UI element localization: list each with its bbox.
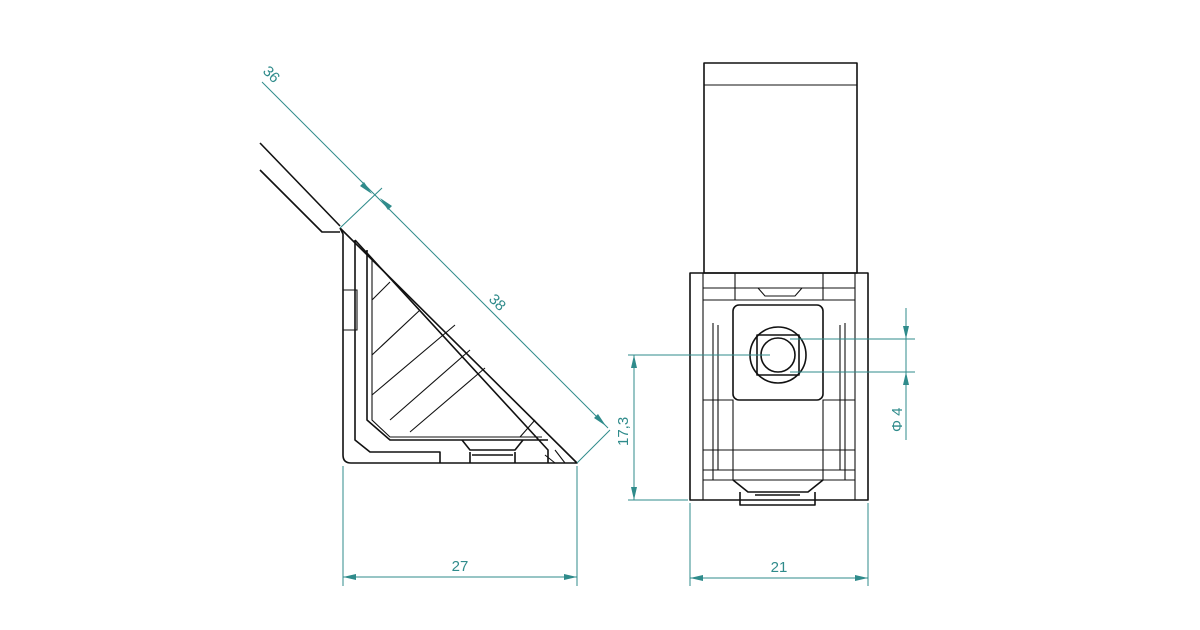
width-label: 21 (771, 559, 788, 576)
thickness-dimension-line (339, 187, 383, 229)
hypotenuse-label: 38 (485, 291, 509, 315)
front-view-dimensions: 17,3 Φ 4 21 (615, 308, 915, 586)
base-width-label: 27 (452, 558, 469, 575)
flange-rect (703, 62, 858, 274)
bracket-outer-outline (339, 227, 578, 464)
arrow (594, 414, 606, 426)
inner-web (343, 258, 566, 464)
flange-outline (259, 142, 341, 233)
body-inner-lines (702, 272, 856, 500)
side-view-dimensions: 36 38 27 (259, 63, 611, 586)
hypotenuse-dimension-line (261, 81, 609, 429)
nut-pocket (732, 304, 824, 401)
side-view (259, 142, 578, 464)
body-outline (689, 272, 869, 501)
hole-diameter-label: Φ 4 (889, 408, 906, 432)
front-view (689, 62, 869, 506)
arrow (631, 487, 637, 500)
arrow (380, 198, 392, 210)
arrow (903, 372, 909, 385)
bolt-slot (461, 439, 524, 463)
arrow (631, 355, 637, 368)
arrow (690, 575, 703, 581)
arrow (855, 575, 868, 581)
arrow (343, 574, 356, 580)
arrow (564, 574, 577, 580)
extension-line (576, 429, 611, 464)
arrow (903, 326, 909, 339)
bottom-slot (732, 479, 824, 506)
arrow (360, 182, 372, 194)
hole-height-label: 17,3 (615, 417, 632, 446)
bracket-inner-outline (354, 239, 549, 463)
